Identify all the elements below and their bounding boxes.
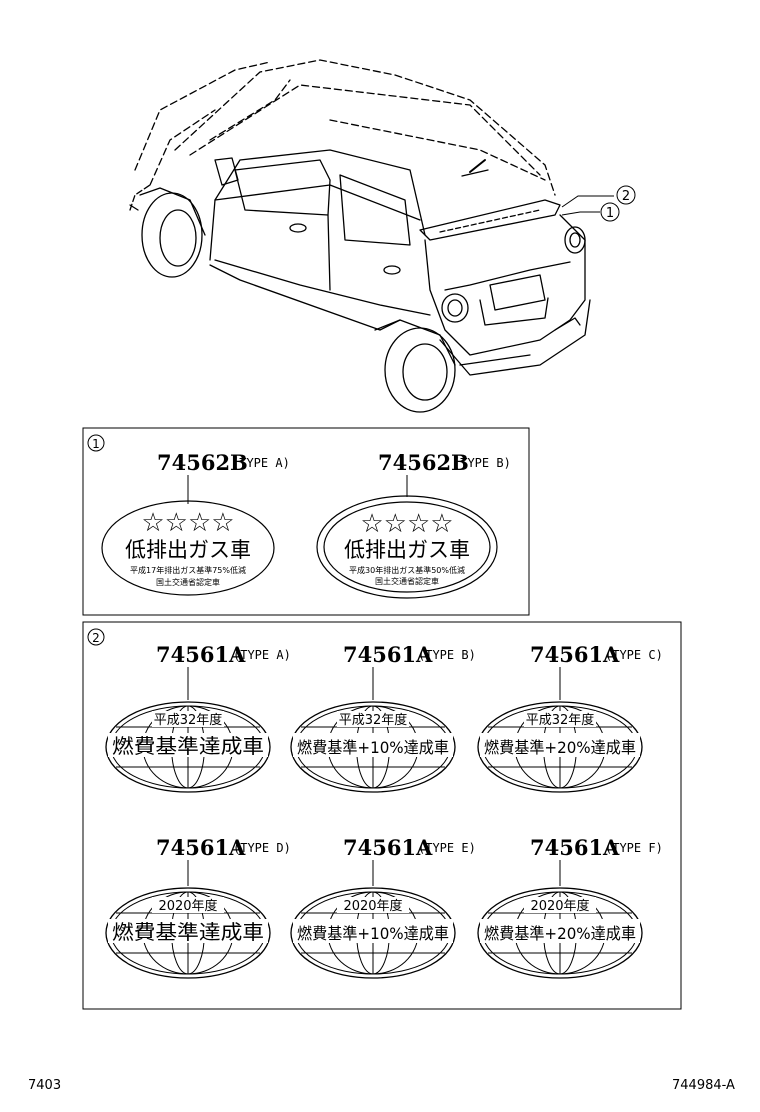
sticker-main-text: 燃費基準+20%達成車 <box>484 738 636 757</box>
callout-2-label: 2 <box>622 189 630 204</box>
type-label: (TYPE B) <box>453 456 511 470</box>
type-label: (TYPE A) <box>233 648 291 662</box>
sticker-year: 2020年度 <box>343 898 402 914</box>
type-label: (TYPE B) <box>418 648 476 662</box>
part-number: 74561A <box>343 835 433 860</box>
sticker-main-text: 燃費基準+10%達成車 <box>297 738 449 757</box>
part-number: 74561A <box>343 642 433 667</box>
footer-page-code: 7403 <box>28 1078 62 1093</box>
type-label: (TYPE D) <box>233 841 291 855</box>
sticker-sub-text-1: 平成17年排出ガス基準75%低減 <box>130 565 246 575</box>
callout-1: 1 <box>600 202 620 222</box>
sticker-year: 2020年度 <box>530 898 589 914</box>
type-label: (TYPE C) <box>605 648 663 662</box>
sticker-year: 平成32年度 <box>526 712 595 728</box>
sticker-sub-text-2: 国土交通省認定車 <box>375 576 439 586</box>
star-rating: ☆☆☆☆ <box>360 509 453 539</box>
label-74562b-type-a: 74562B (TYPE A) ☆☆☆☆ 低排出ガス車 平成17年排出ガス基準7… <box>101 450 290 596</box>
footer-diagram-id: 744984-A <box>672 1078 735 1093</box>
sticker-main-text: 燃費基準+10%達成車 <box>297 924 449 943</box>
sticker-main-text: 燃費基準+20%達成車 <box>484 924 636 943</box>
part-number: 74562B <box>157 450 248 475</box>
type-label: (TYPE E) <box>418 841 476 855</box>
star-rating: ☆☆☆☆ <box>141 508 234 538</box>
vehicle-rear-view-illustration <box>129 59 591 413</box>
box-2-marker: 2 <box>92 631 100 645</box>
callout-1-label: 1 <box>606 206 614 221</box>
sticker-main-text: 燃費基準達成車 <box>112 920 264 944</box>
sticker-main-text: 低排出ガス車 <box>125 538 251 562</box>
sticker-year: 平成32年度 <box>339 712 408 728</box>
box-1-marker: 1 <box>92 437 100 451</box>
part-number: 74561A <box>530 642 620 667</box>
callout-2: 2 <box>616 185 636 205</box>
sticker-year: 2020年度 <box>158 898 217 914</box>
type-label: (TYPE F) <box>605 841 663 855</box>
sticker-sub-text-1: 平成30年排出ガス基準50%低減 <box>349 565 465 575</box>
sticker-main-text: 低排出ガス車 <box>344 538 470 562</box>
label-74562b-type-b: 74562B (TYPE B) ☆☆☆☆ 低排出ガス車 平成30年排出ガス基準5… <box>316 450 511 599</box>
sticker-main-text: 燃費基準達成車 <box>112 734 264 758</box>
box-2-frame <box>82 621 682 1010</box>
box-1-frame <box>82 427 530 616</box>
type-label: (TYPE A) <box>232 456 290 470</box>
sticker-sub-text-2: 国土交通省認定車 <box>156 577 220 587</box>
part-number: 74561A <box>530 835 620 860</box>
sticker-year: 平成32年度 <box>154 712 223 728</box>
part-number: 74561A <box>156 642 246 667</box>
part-number: 74561A <box>156 835 246 860</box>
part-number: 74562B <box>378 450 469 475</box>
callout-leader-lines <box>561 195 614 216</box>
